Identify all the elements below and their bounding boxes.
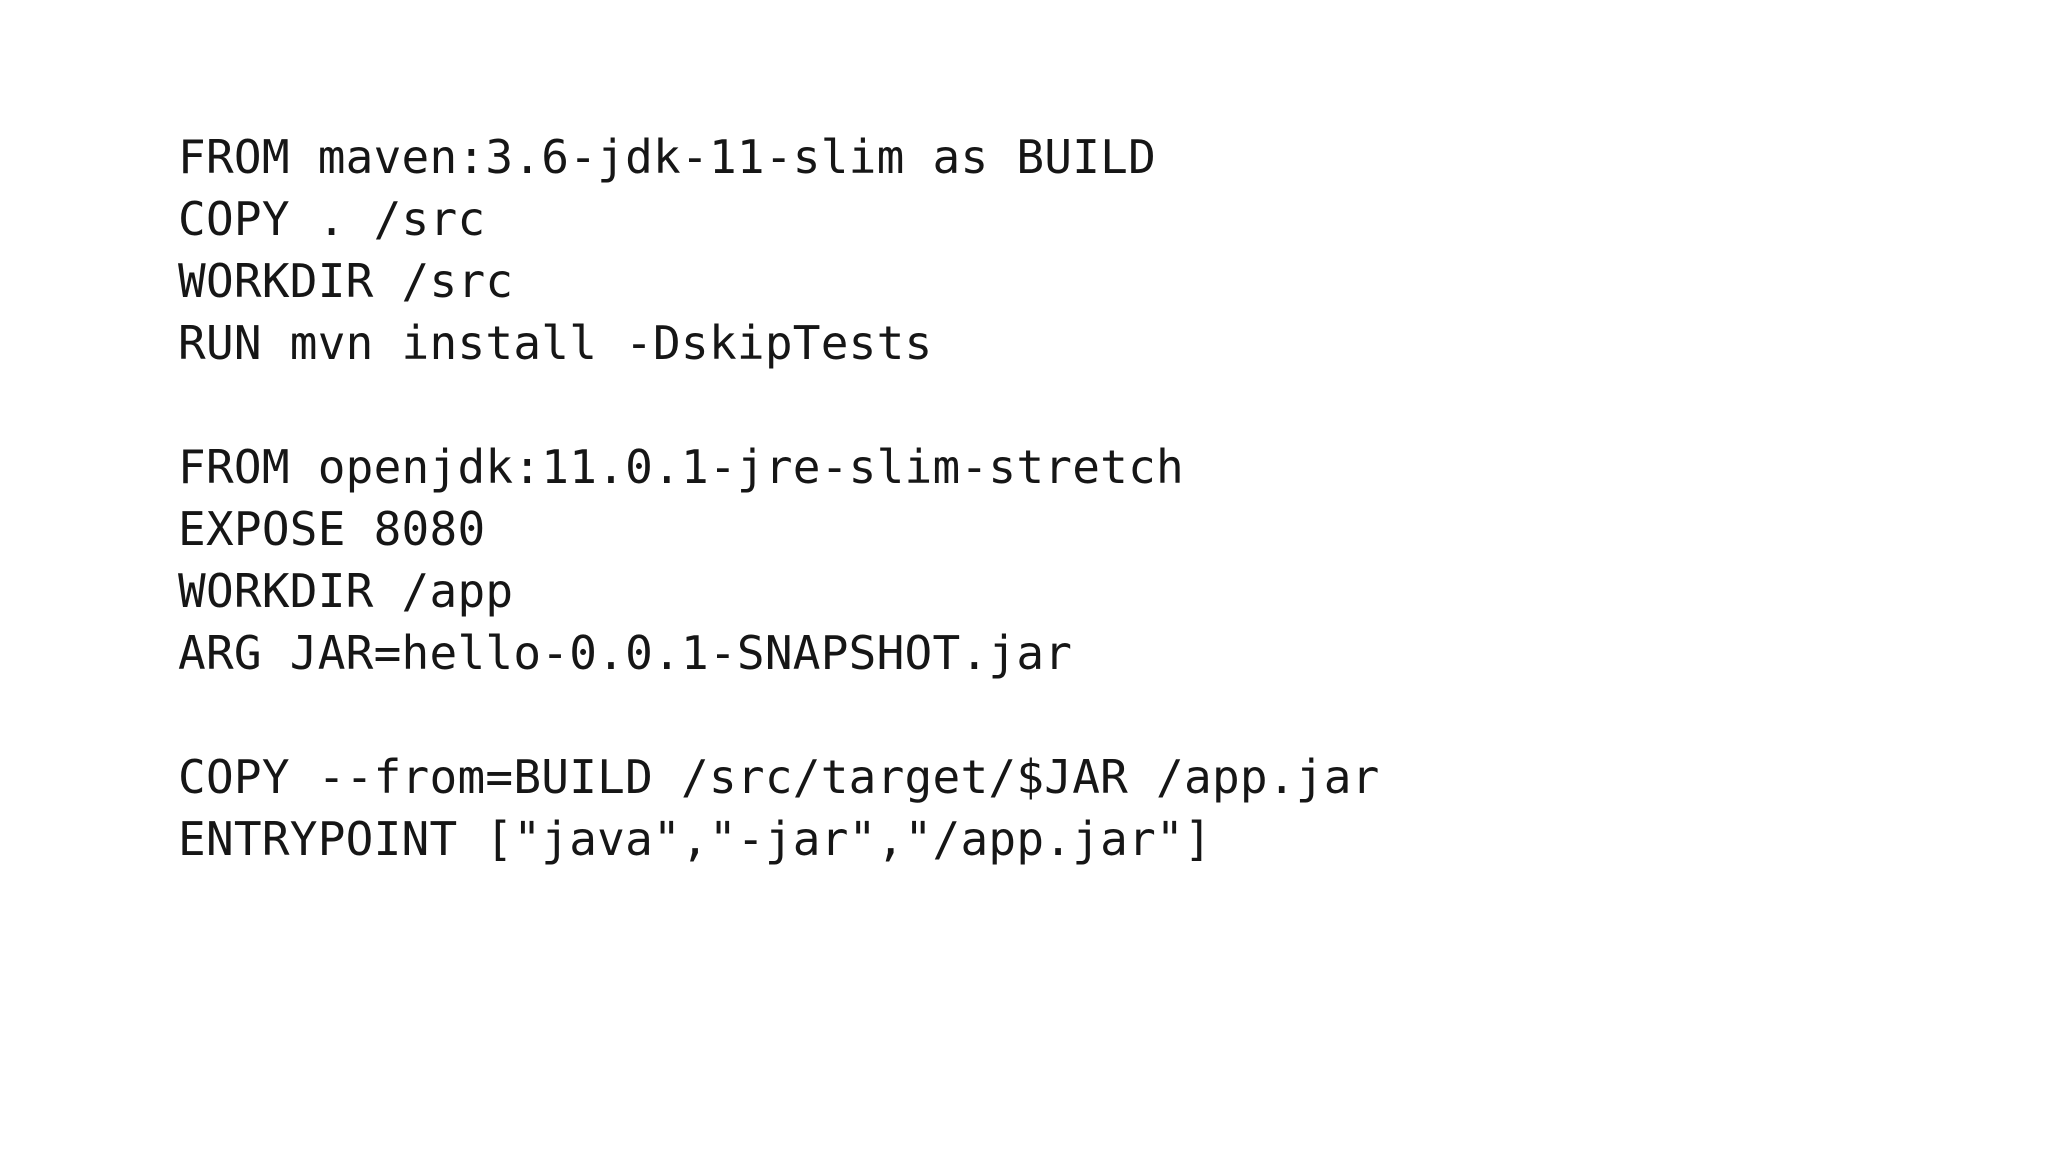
code-line: FROM openjdk:11.0.1-jre-slim-stretch <box>178 440 1184 494</box>
code-line: EXPOSE 8080 <box>178 502 486 556</box>
code-line-blank <box>178 374 1380 436</box>
dockerfile-code-block: FROM maven:3.6-jdk-11-slim as BUILD COPY… <box>178 126 1380 870</box>
code-line: ARG JAR=hello-0.0.1-SNAPSHOT.jar <box>178 626 1073 680</box>
code-line: WORKDIR /src <box>178 254 514 308</box>
code-line: ENTRYPOINT ["java","-jar","/app.jar"] <box>178 812 1212 866</box>
code-line: WORKDIR /app <box>178 564 514 618</box>
code-line: COPY --from=BUILD /src/target/$JAR /app.… <box>178 750 1380 804</box>
code-line: FROM maven:3.6-jdk-11-slim as BUILD <box>178 130 1157 184</box>
code-line: RUN mvn install -DskipTests <box>178 316 933 370</box>
code-line: COPY . /src <box>178 192 486 246</box>
code-line-blank <box>178 684 1380 746</box>
